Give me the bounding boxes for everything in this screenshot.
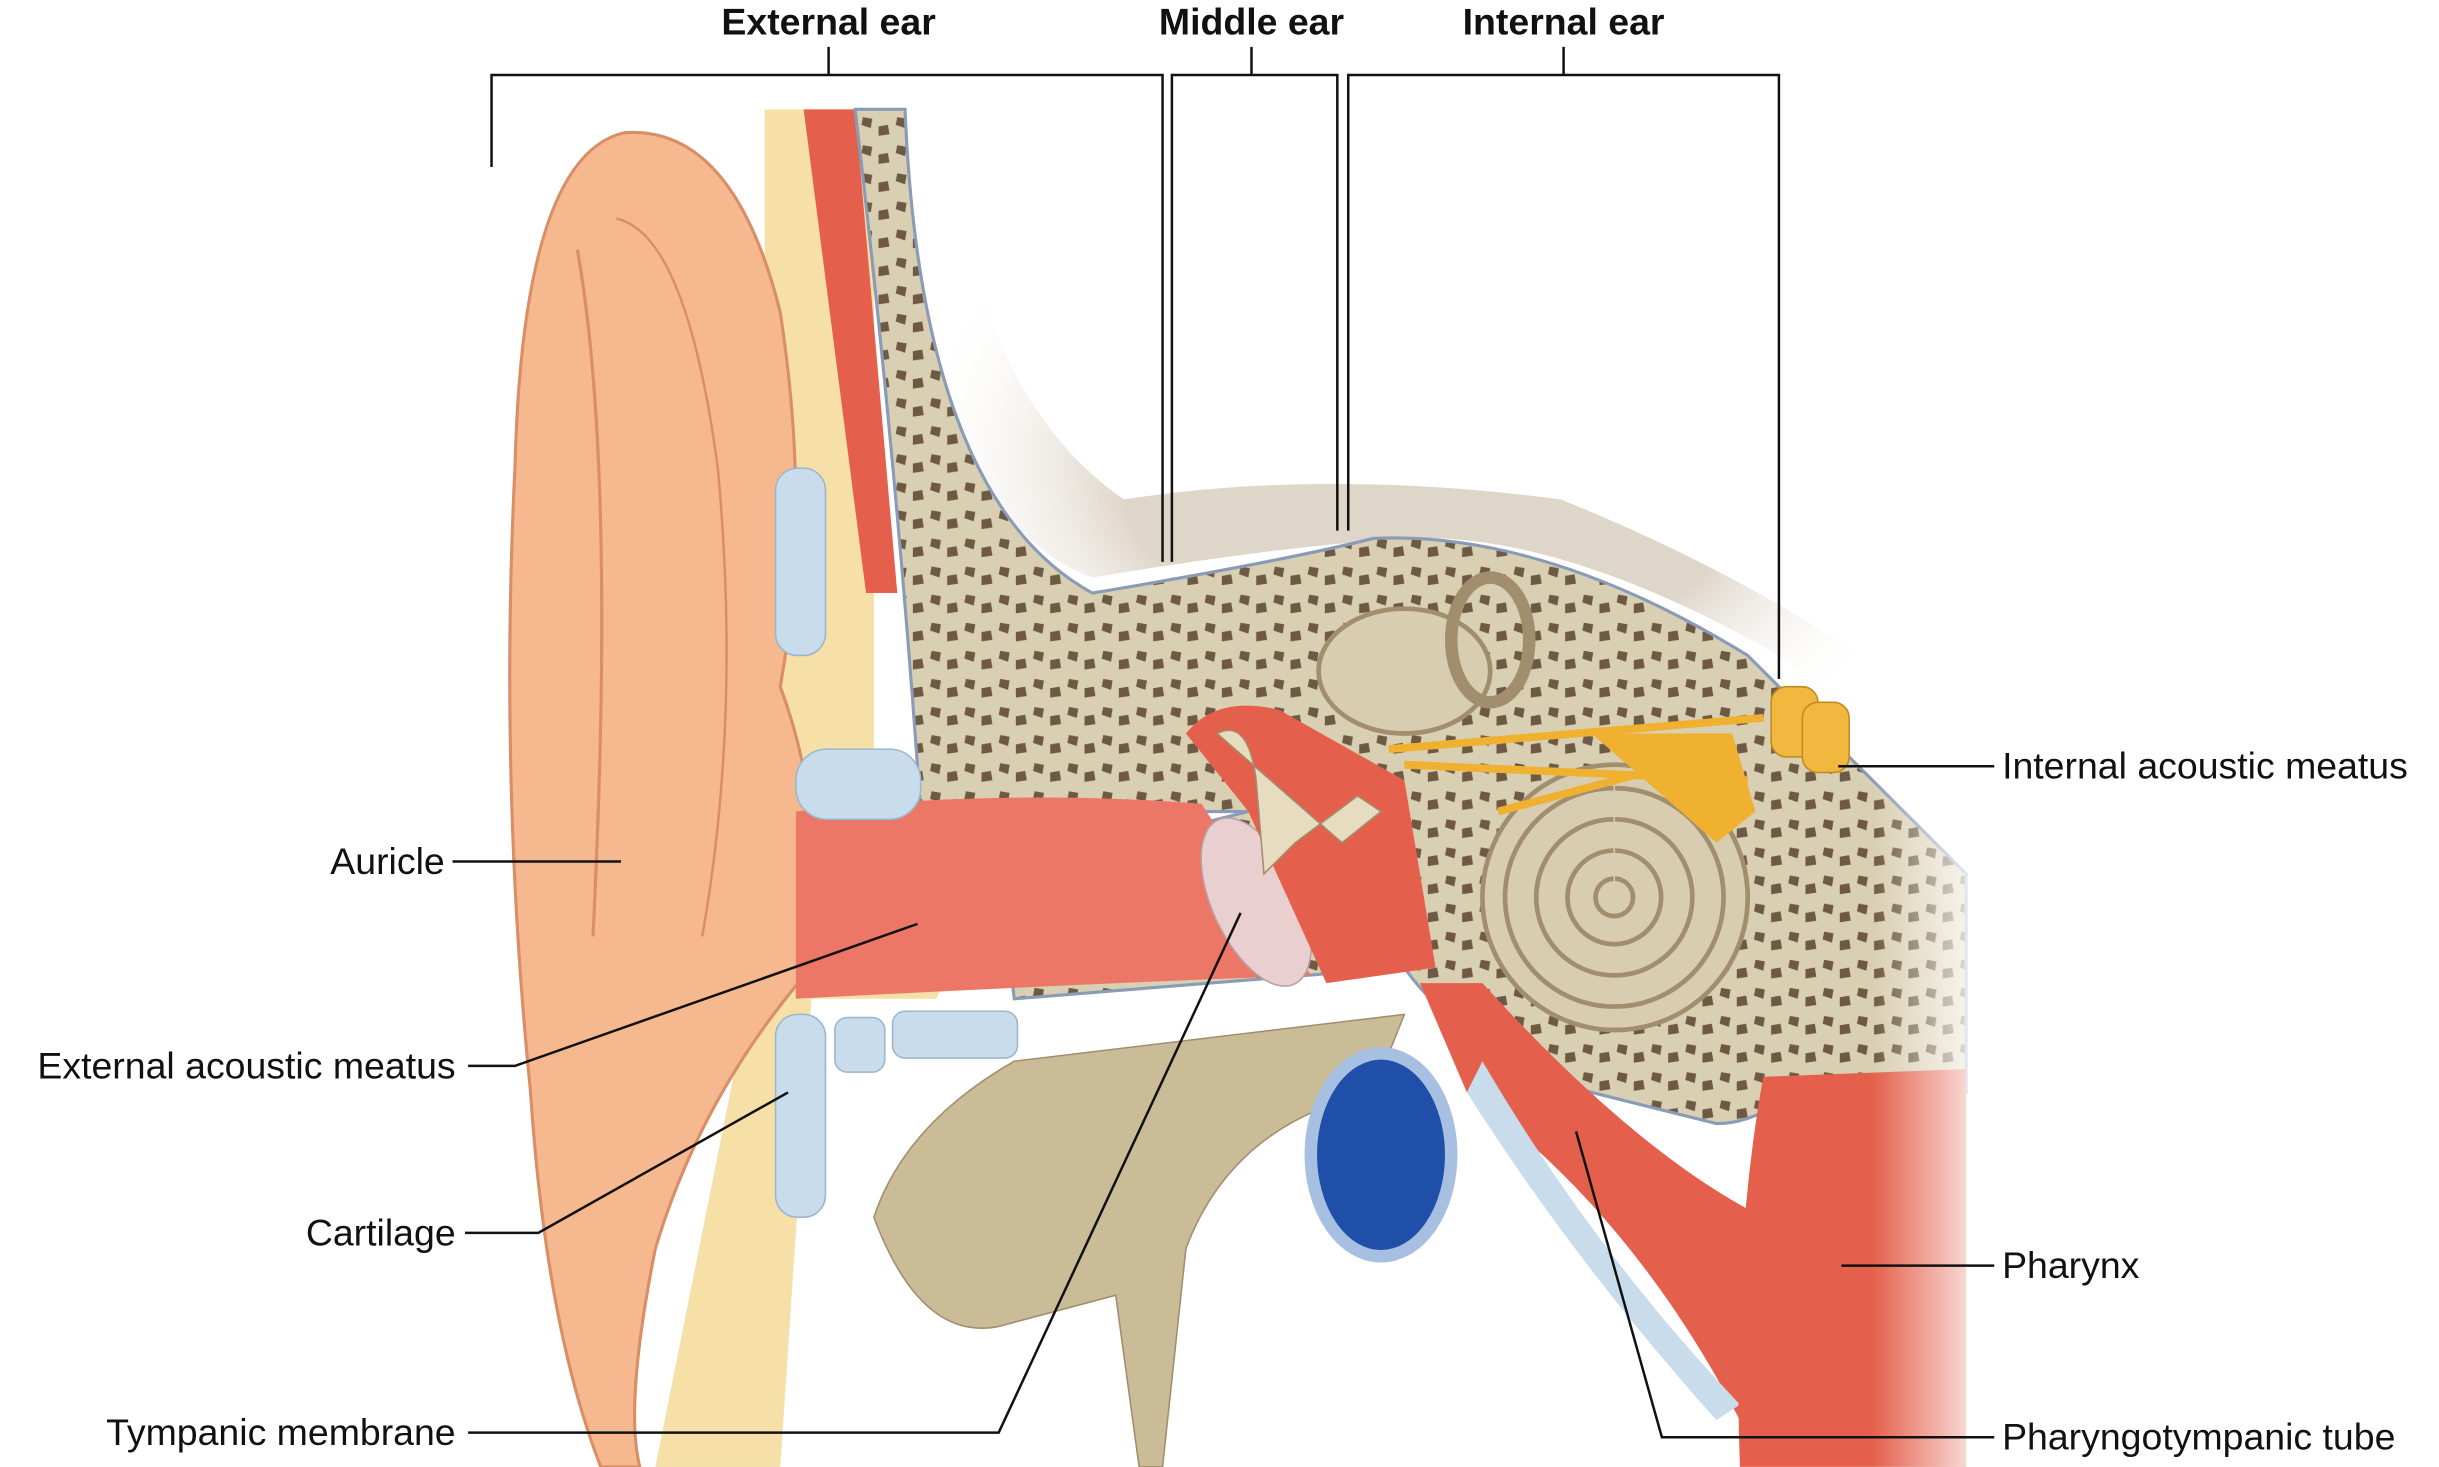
labels: Auricle External acoustic meatus Cartila… <box>37 745 2407 1458</box>
cochlea <box>1480 762 1751 1033</box>
label-tympanic-membrane: Tympanic membrane <box>106 1411 456 1453</box>
pharyngotympanic-tube-shape <box>1420 983 1764 1436</box>
semicircular-canals <box>1316 606 1493 736</box>
label-internal-acoustic-meatus: Internal acoustic meatus <box>2002 745 2408 787</box>
label-pharyngotympanic-tube: Pharyngotympanic tube <box>2002 1416 2395 1458</box>
mandibular-bone <box>873 1013 1406 1467</box>
ossicles <box>1215 729 1383 876</box>
header-middle-ear: Middle ear <box>1159 0 1344 42</box>
bracket-external-ear <box>490 46 1164 562</box>
temporal-muscle <box>803 109 898 594</box>
external-acoustic-meatus-canal <box>795 797 1311 999</box>
bracket-internal-ear <box>1346 46 1781 679</box>
header-external-ear: External ear <box>721 0 935 42</box>
internal-acoustic-meatus-nerve-bundle <box>1770 685 1850 774</box>
leader-pharyngotympanic-tube <box>1574 1131 1995 1439</box>
leader-cartilage <box>465 1091 789 1235</box>
label-cartilage: Cartilage <box>306 1211 456 1253</box>
internal-jugular-vein <box>1304 1047 1458 1263</box>
illustration <box>508 93 1998 1467</box>
region-brackets: External ear Middle ear Internal ear <box>490 0 1781 679</box>
label-pharynx: Pharynx <box>2002 1244 2140 1286</box>
leader-tympanic-membrane <box>468 912 1242 1434</box>
header-internal-ear: Internal ear <box>1463 0 1665 42</box>
bracket-middle-ear <box>1170 46 1339 562</box>
label-external-acoustic-meatus: External acoustic meatus <box>37 1044 455 1086</box>
cartilage-piece <box>774 467 827 657</box>
leader-external-acoustic-meatus <box>468 922 918 1068</box>
middle-ear-cavity <box>1185 705 1436 984</box>
label-auricle: Auricle <box>330 840 444 882</box>
